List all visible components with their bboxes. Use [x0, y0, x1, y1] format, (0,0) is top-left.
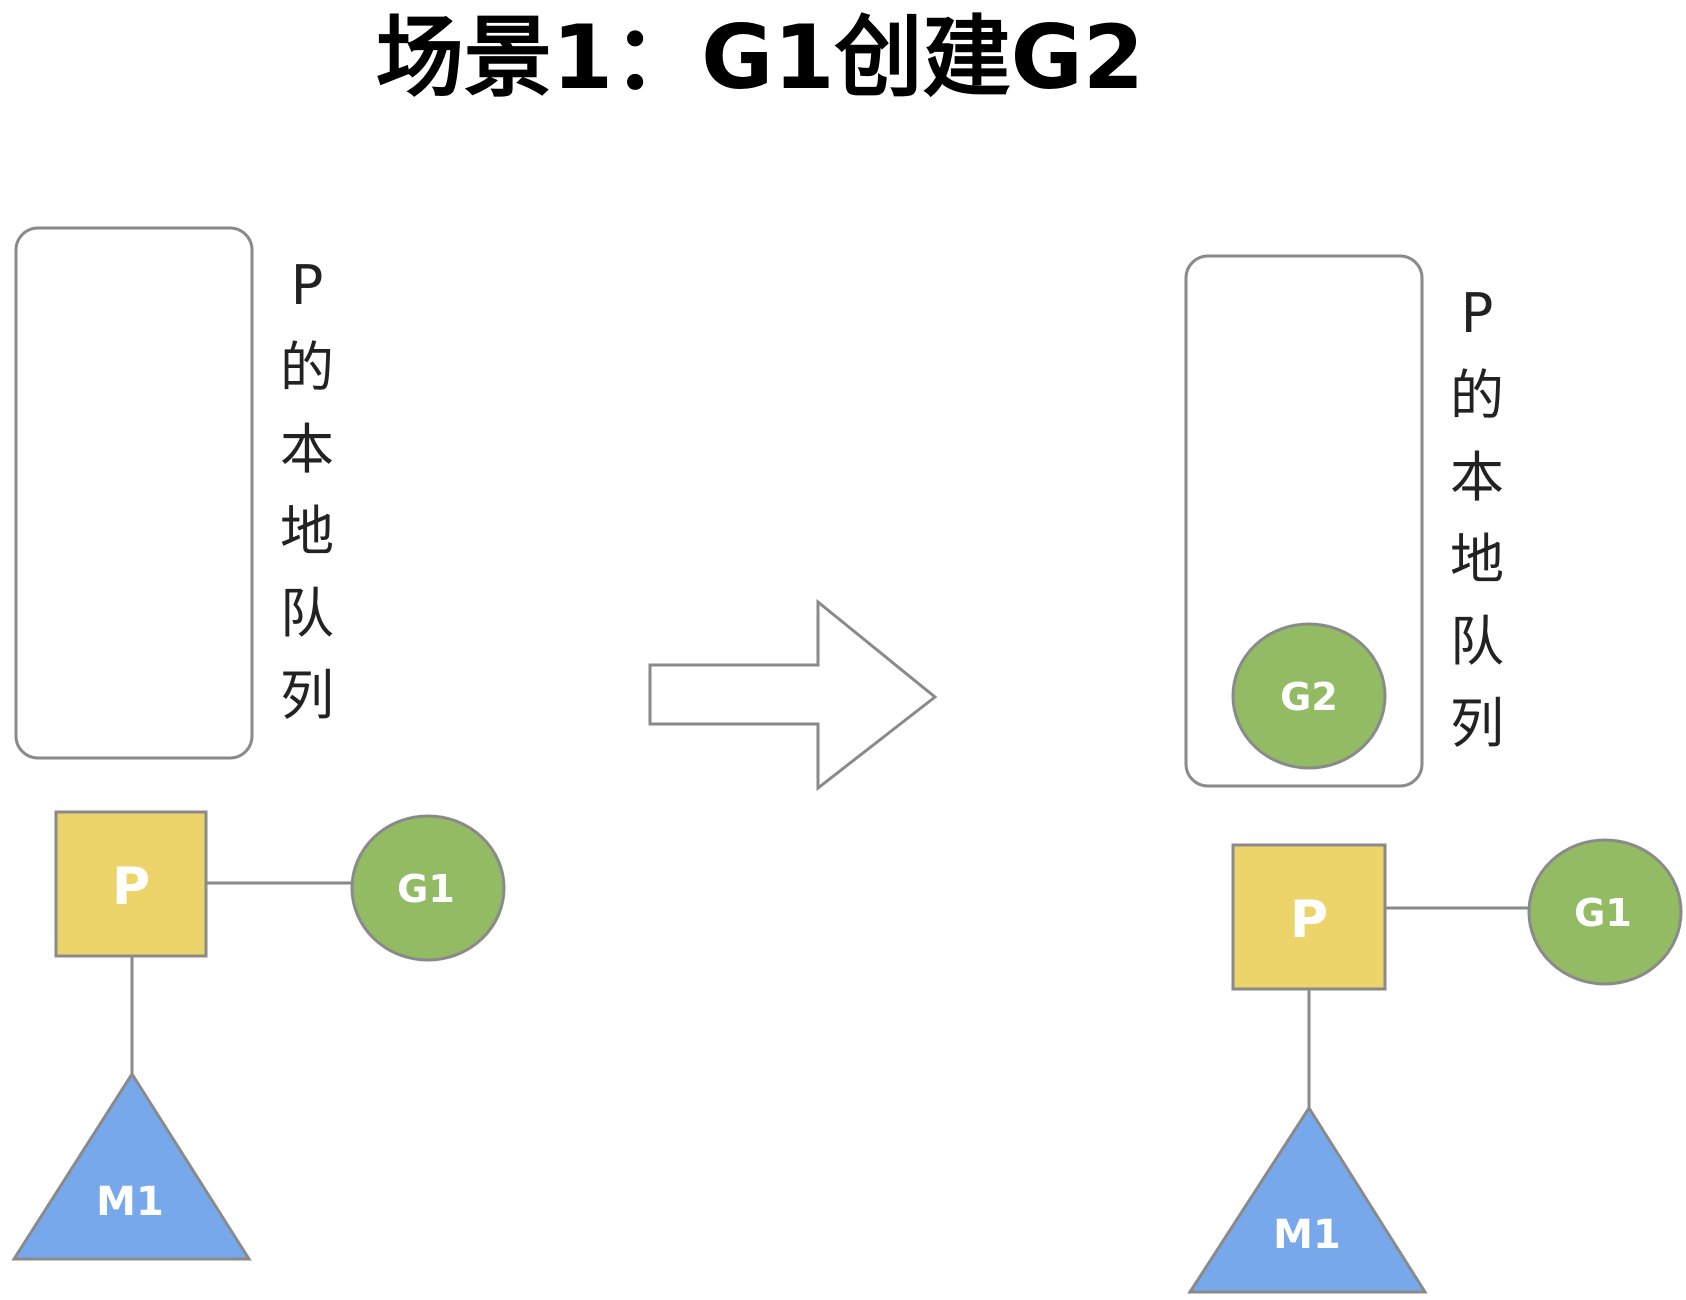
- after-machine-m1: [1187, 1105, 1428, 1294]
- queue-label-char: 的: [1450, 364, 1504, 427]
- before-local-queue-box: [14, 226, 254, 760]
- queue-label-char: 的: [280, 336, 334, 399]
- after-machine-m1-label: M1: [1273, 1212, 1341, 1258]
- before-goroutine-g1: [350, 814, 506, 962]
- queue-label-char: 队: [280, 582, 334, 645]
- after-queue-goroutine-g2: [1231, 622, 1387, 770]
- before-processor-node: [54, 810, 208, 958]
- queue-label-char: 本: [280, 418, 334, 481]
- queue-label-char: 地: [1450, 528, 1504, 591]
- diagram-title: 场景1：G1创建G2: [376, 6, 1144, 109]
- after-goroutine-g1-label: G1: [1574, 891, 1632, 935]
- queue-label-char: 队: [1450, 610, 1504, 673]
- queue-label-char: 列: [1450, 692, 1504, 755]
- before-goroutine-g1-label: G1: [397, 867, 455, 911]
- before-machine-m1: [11, 1071, 252, 1261]
- after-processor-node: [1231, 843, 1387, 991]
- before-processor-label: P: [112, 857, 150, 917]
- after-queue-goroutine-g2-label: G2: [1280, 675, 1338, 719]
- right-arrow-icon: [648, 598, 938, 792]
- queue-label-char: P: [291, 254, 324, 317]
- before-machine-m1-label: M1: [96, 1179, 164, 1225]
- after-processor-label: P: [1290, 890, 1328, 950]
- queue-label-char: 列: [280, 664, 334, 727]
- queue-label-char: P: [1461, 282, 1494, 345]
- queue-label-char: 本: [1450, 446, 1504, 509]
- after-goroutine-g1: [1527, 838, 1683, 986]
- queue-label-char: 地: [280, 500, 334, 563]
